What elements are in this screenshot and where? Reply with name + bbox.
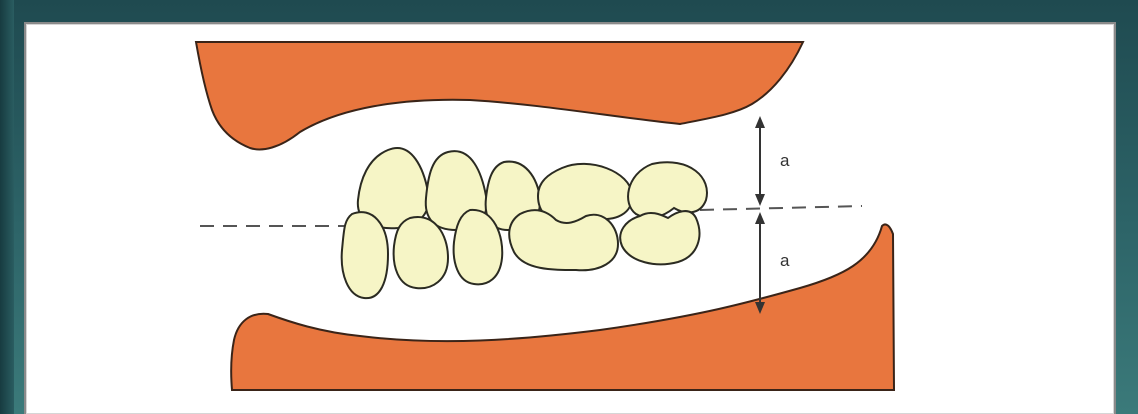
lower-arrowhead-top — [755, 212, 765, 224]
lower-tooth-2 — [394, 217, 448, 288]
upper-gum — [196, 42, 803, 149]
teeth-group — [342, 148, 707, 298]
upper-arrowhead-bottom — [755, 194, 765, 206]
upper-measure-label: a — [780, 151, 790, 170]
measurement-arrows — [755, 116, 765, 314]
upper-molar-1 — [538, 164, 632, 224]
upper-molar-2 — [628, 162, 707, 217]
upper-arrowhead-top — [755, 116, 765, 128]
occlusal-plane-line-right — [700, 206, 862, 210]
lower-molar-2 — [620, 211, 699, 264]
lower-tooth-1 — [342, 212, 388, 298]
lower-measure-label: a — [780, 251, 790, 270]
